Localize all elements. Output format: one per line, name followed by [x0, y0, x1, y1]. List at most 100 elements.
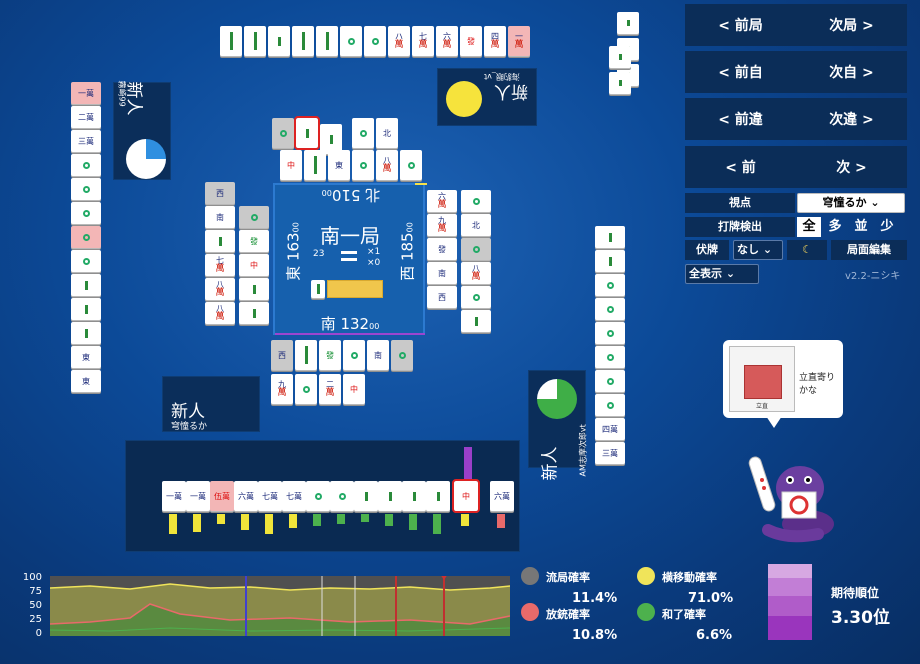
tile: 三萬 [595, 442, 625, 464]
tile: 八萬 [376, 150, 398, 180]
tile [292, 26, 314, 56]
hand-tile[interactable] [402, 481, 426, 511]
hidden-label: 伏牌 [685, 240, 729, 260]
ryukyoku-legend-icon [521, 567, 539, 585]
viewpoint-row: 視点 穹憧るか ⌄ [685, 193, 907, 213]
advisor-chart: 立直 [729, 346, 795, 412]
expected-rank-bar [768, 564, 812, 640]
tile [595, 226, 625, 248]
yaxis-tick: 25 [29, 614, 42, 625]
tile: 中 [280, 150, 302, 180]
tile-score-bar [409, 514, 417, 530]
graph-yaxis: 100 75 50 25 0 [22, 571, 42, 641]
hidden-value: なし [737, 243, 759, 256]
tile [352, 150, 374, 180]
discard-option-normal[interactable]: 並 [854, 219, 868, 234]
honba-count: 23 [313, 249, 325, 259]
riichi-stick-icon [341, 258, 357, 261]
hidden-select[interactable]: なし ⌄ [733, 240, 783, 260]
my-hand: 一萬 一萬 伍萬 六萬 七萬 七萬 中 六萬 [162, 479, 514, 541]
discard-option-many[interactable]: 多 [828, 219, 842, 234]
hora-label: 和了確率 [662, 608, 706, 621]
hand-tile[interactable]: 一萬 [162, 481, 186, 511]
next-button[interactable]: 次 > [836, 160, 867, 176]
tile: 二萬 [71, 106, 101, 128]
hand-tile[interactable]: 中 [452, 479, 480, 513]
prev-round-button[interactable]: < 前局 [718, 18, 763, 34]
tile: 中 [343, 374, 365, 404]
tile: ハ萬 [388, 26, 410, 56]
yaxis-tick: 50 [29, 600, 42, 611]
hand-tile[interactable]: 一萬 [186, 481, 210, 511]
tile [239, 302, 269, 324]
south-score-value: 南 132 [320, 315, 370, 333]
south-score-sub: 00 [369, 322, 380, 331]
next-round-button[interactable]: 次局 > [829, 18, 874, 34]
advisor-bar-label: 立直 [755, 403, 768, 410]
rank-segment [768, 564, 812, 578]
tile [461, 286, 491, 308]
tile [244, 26, 266, 56]
tile [71, 274, 101, 296]
hand-tile[interactable] [426, 481, 450, 511]
tile [595, 250, 625, 272]
version-label: v2.2-ニシキ [845, 271, 901, 282]
tile: 發 [460, 26, 482, 56]
hand-tile[interactable] [378, 481, 402, 511]
prev-self-button[interactable]: < 前自 [718, 65, 763, 81]
tile [239, 278, 269, 300]
hora-value: 6.6% [696, 628, 733, 643]
next-diff-button[interactable]: 次違 > [829, 112, 874, 128]
hand-tile[interactable]: 六萬 [234, 481, 258, 511]
probability-graph[interactable] [50, 576, 510, 636]
player-top-rank: 新人 [494, 81, 528, 101]
moon-icon[interactable]: ☾ [787, 240, 827, 260]
tile-score-bar [385, 514, 393, 526]
tile: 北 [376, 118, 398, 148]
yokoido-value: 71.0% [688, 591, 734, 606]
tile: 三萬 [71, 130, 101, 152]
hand-tile[interactable]: 七萬 [258, 481, 282, 511]
tile [71, 226, 101, 248]
player-right-panel: 新人 AM志摩次郎vt [528, 370, 588, 481]
tile: 東 [71, 370, 101, 392]
yaxis-tick: 75 [29, 586, 42, 597]
east-pond: 西 南 七萬 八萬 八萬 發 中 [205, 182, 271, 332]
tile [320, 124, 342, 154]
next-self-button[interactable]: 次自 > [829, 65, 874, 81]
turn-indicator-south [275, 333, 425, 335]
tile-score-bar [497, 514, 505, 528]
tile-score-bar [169, 514, 177, 534]
prev-button[interactable]: < 前 [725, 160, 756, 176]
tile: 六萬 [436, 26, 458, 56]
tile [609, 72, 631, 94]
tile [295, 374, 317, 404]
expected-rank-label: 期待順位 [831, 586, 880, 600]
tile: 東 [328, 150, 350, 180]
tile: 七萬 [412, 26, 434, 56]
tile [595, 298, 625, 320]
discard-option-all[interactable]: 全 [797, 217, 821, 237]
hand-tile[interactable]: 七萬 [282, 481, 306, 511]
viewpoint-select[interactable]: 穹憧るか ⌄ [797, 193, 905, 213]
player-left-name: 霧崎99 [117, 80, 127, 107]
rank-segment [768, 616, 812, 640]
hand-tile[interactable] [354, 481, 378, 511]
edit-position-button[interactable]: 局面編集 [831, 240, 907, 260]
prev-diff-button[interactable]: < 前違 [718, 112, 763, 128]
show-all-select[interactable]: 全表示 ⌄ [685, 264, 759, 284]
yaxis-tick: 100 [22, 572, 42, 583]
center-board: 北 51000 東 16300 西 18500 南 13200 南一局 23 ×… [273, 183, 427, 335]
tile: 二萬 [319, 374, 341, 404]
hand-tile[interactable]: 伍萬 [210, 481, 234, 511]
right-player-hand: 四萬 三萬 [595, 226, 627, 470]
dora-tile [311, 280, 325, 298]
hand-tile[interactable] [306, 481, 330, 511]
advisor-bubble: 立直 立直寄りかな [723, 340, 843, 418]
drawn-tile[interactable]: 六萬 [490, 481, 514, 511]
tile [609, 46, 631, 68]
hand-tile[interactable] [330, 481, 354, 511]
player-left-panel: 新人 霧崎99 [113, 80, 171, 180]
discard-option-few[interactable]: 少 [880, 219, 894, 234]
tile-score-bar [461, 514, 469, 526]
